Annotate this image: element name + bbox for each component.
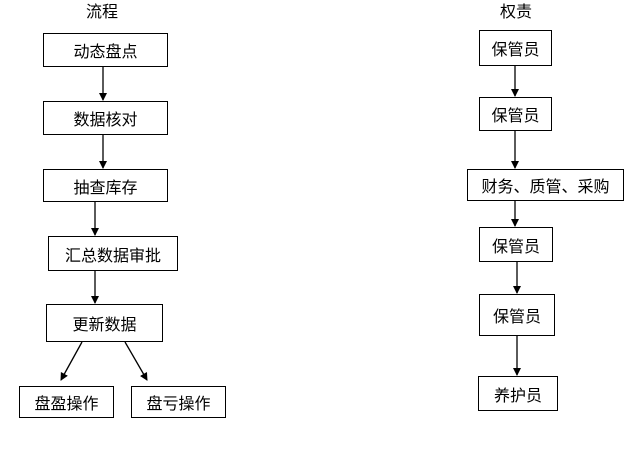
- branch-shortage: 盘亏操作: [131, 386, 226, 418]
- role-6: 养护员: [478, 376, 558, 411]
- branch-surplus: 盘盈操作: [19, 386, 114, 418]
- process-step-4: 汇总数据审批: [48, 236, 178, 271]
- role-1: 保管员: [479, 30, 552, 66]
- process-step-3: 抽查库存: [43, 169, 168, 202]
- process-header: 流程: [86, 2, 119, 21]
- arrow-step5-surplus: [60, 341, 83, 381]
- process-step-2: 数据核对: [43, 101, 168, 135]
- responsibility-header: 权责: [500, 2, 533, 21]
- role-2: 保管员: [479, 97, 552, 131]
- role-4: 保管员: [479, 227, 553, 262]
- process-step-5: 更新数据: [46, 304, 163, 342]
- process-step-1: 动态盘点: [43, 33, 168, 67]
- role-5: 保管员: [479, 294, 555, 336]
- arrow-step5-shortage: [124, 341, 148, 381]
- role-3: 财务、质管、采购: [467, 169, 624, 201]
